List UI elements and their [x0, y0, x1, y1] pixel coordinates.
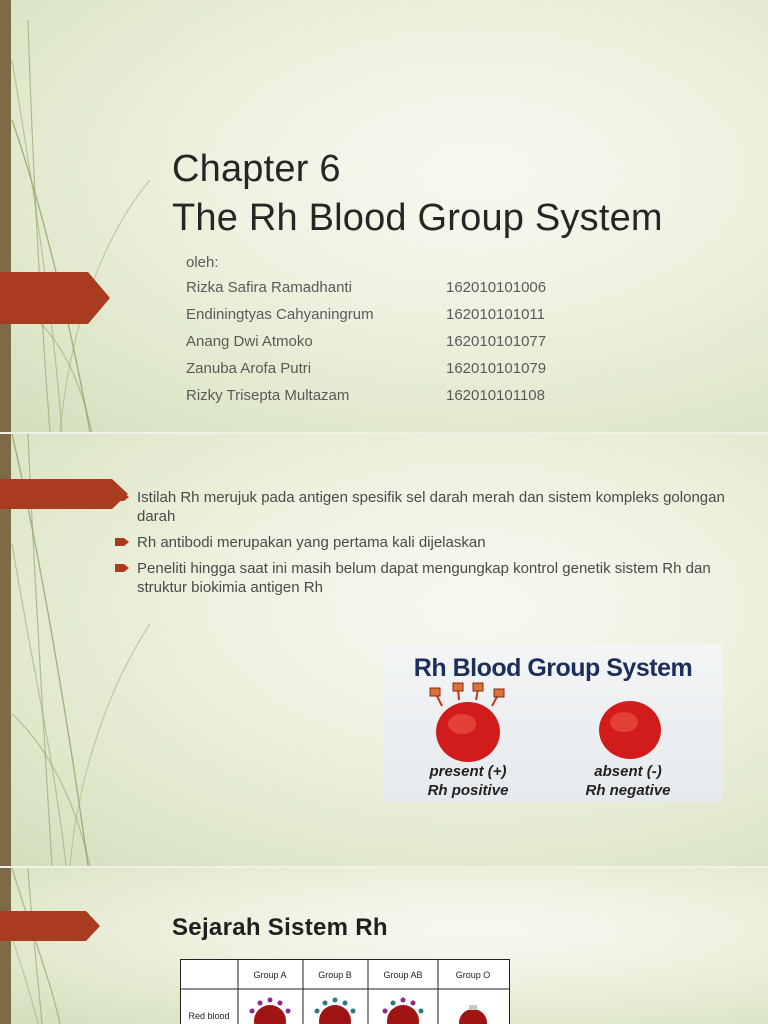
slide-title: Chapter 6 The Rh Blood Group System oleh…: [0, 0, 768, 432]
rbc-group-a-icon: [249, 997, 291, 1024]
table-header: Group B: [318, 970, 352, 980]
slide-left-bar: [0, 0, 11, 432]
bullet-item: Istilah Rh merujuk pada antigen spesifik…: [115, 488, 745, 526]
slide-title-block: Chapter 6 The Rh Blood Group System: [172, 145, 663, 243]
bullet-text: Istilah Rh merujuk pada antigen spesifik…: [137, 489, 725, 525]
rh-blood-group-image: Rh Blood Group System present (+) Rh pos…: [384, 644, 722, 802]
decorative-grass-lines: [11, 19, 151, 432]
author-name: Zanuba Arofa Putri: [186, 360, 312, 377]
author-row: Rizka Safira Ramadhanti 162010101006: [186, 274, 546, 301]
author-name: Rizka Safira Ramadhanti: [186, 279, 352, 296]
antigen-icon: [429, 682, 505, 707]
bullet-list: Istilah Rh merujuk pada antigen spesifik…: [115, 488, 745, 604]
author-row: Endiningtyas Cahyaningrum 162010101011: [186, 301, 546, 328]
slide-divider: [0, 866, 768, 868]
bullet-text: Peneliti hingga saat ini masih belum dap…: [137, 560, 711, 596]
bullet-item: Peneliti hingga saat ini masih belum dap…: [115, 559, 745, 597]
table-row-label: Red blood: [188, 1011, 229, 1021]
image-title: Rh Blood Group System: [414, 654, 692, 682]
author-row: Anang Dwi Atmoko 162010101077: [186, 328, 546, 355]
slide-intro: Istilah Rh merujuk pada antigen spesifik…: [0, 434, 768, 866]
arrow-bullet-icon: [115, 533, 137, 552]
author-list-label: oleh:: [186, 254, 219, 271]
image-label-present: present (+): [428, 763, 506, 780]
accent-arrow-tab: [0, 272, 110, 324]
rbc-group-ab-icon: [382, 997, 424, 1024]
rbc-group-o-icon: [459, 1005, 487, 1024]
table-header: Group AB: [383, 970, 422, 980]
decorative-grass-lines: [11, 868, 61, 1024]
author-name: Endiningtyas Cahyaningrum: [186, 306, 374, 323]
arrow-bullet-icon: [115, 488, 137, 526]
author-id: 162010101079: [446, 360, 547, 377]
arrow-bullet-icon: [115, 559, 137, 597]
table-header: Group A: [253, 970, 286, 980]
slide-history: Sejarah Sistem Rh Group A Group B Group …: [0, 868, 768, 1024]
slide-left-bar: [0, 868, 11, 1024]
section-title: Sejarah Sistem Rh: [172, 914, 388, 941]
author-row: Rizky Trisepta Multazam 162010101108: [186, 382, 546, 409]
chapter-subtitle: The Rh Blood Group System: [172, 197, 663, 239]
author-id: 162010101006: [446, 279, 547, 296]
author-name: Rizky Trisepta Multazam: [186, 387, 350, 404]
slide-left-bar: [0, 434, 11, 866]
image-label-rh-negative: Rh negative: [585, 782, 670, 799]
slide-divider: [0, 432, 768, 434]
image-label-rh-positive: Rh positive: [428, 782, 509, 799]
accent-arrow-tab: [0, 911, 100, 941]
chapter-title: Chapter 6: [172, 148, 341, 190]
image-label-absent: absent (-): [594, 763, 662, 780]
author-row: Zanuba Arofa Putri 162010101079: [186, 355, 546, 382]
author-list: oleh: Rizka Safira Ramadhanti 1620101010…: [186, 252, 546, 409]
bullet-text: Rh antibodi merupakan yang pertama kali …: [137, 534, 486, 551]
author-name: Anang Dwi Atmoko: [186, 333, 313, 350]
rbc-group-b-icon: [314, 997, 356, 1024]
accent-arrow-tab: [0, 479, 128, 509]
author-id: 162010101077: [446, 333, 547, 350]
table-header: Group O: [456, 970, 491, 980]
author-id: 162010101011: [446, 306, 545, 323]
bullet-item: Rh antibodi merupakan yang pertama kali …: [115, 533, 745, 552]
author-id: 162010101108: [446, 387, 545, 404]
blood-group-table: Group A Group B Group AB Group O Red blo…: [180, 959, 510, 1024]
